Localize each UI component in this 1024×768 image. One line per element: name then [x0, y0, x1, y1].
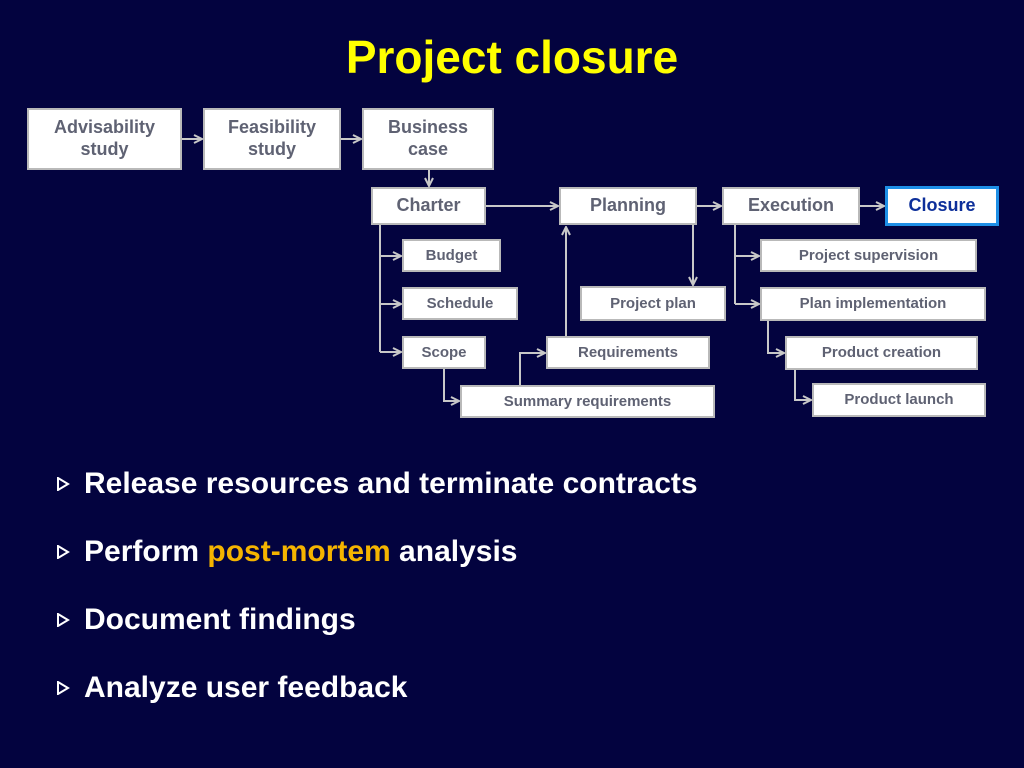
bullet-text: analysis: [390, 535, 518, 568]
arrow-bullet-icon: [56, 613, 70, 627]
closure-box: Closure: [885, 186, 999, 226]
budget-box: Budget: [402, 239, 501, 272]
bullet-item: Document findings: [56, 586, 698, 654]
arrow-bullet-icon: [56, 545, 70, 559]
bullet-highlight: post-mortem: [207, 535, 391, 568]
arrow-bullet-icon: [56, 681, 70, 695]
bullet-item: Perform post-mortem analysis: [56, 518, 698, 586]
page-title: Project closure: [345, 31, 679, 83]
product-creation-box: Product creation: [785, 336, 978, 370]
requirements-box: Requirements: [546, 336, 710, 369]
arrow-scope-summary: [443, 369, 459, 401]
plan-implementation-box: Plan implementation: [760, 287, 986, 321]
bullet-text: Document findings: [84, 603, 356, 636]
planning-box: Planning: [559, 187, 697, 225]
execution-box: Execution: [722, 187, 860, 225]
bullet-text: Analyze user feedback: [84, 671, 408, 704]
advisability-study-box: Advisability study: [27, 108, 182, 170]
arrow-bullet-icon: [56, 477, 70, 491]
schedule-box: Schedule: [402, 287, 518, 320]
scope-box: Scope: [402, 336, 486, 369]
project-supervision-box: Project supervision: [760, 239, 977, 272]
charter-box: Charter: [371, 187, 486, 225]
project-plan-box: Project plan: [580, 286, 726, 321]
bullet-text: Release resources and terminate contract…: [84, 467, 698, 500]
arrow-implementation-creation: [767, 321, 784, 353]
bullet-list: Release resources and terminate contract…: [56, 450, 698, 722]
summary-requirements-box: Summary requirements: [460, 385, 715, 418]
product-launch-box: Product launch: [812, 383, 986, 417]
bullet-item: Release resources and terminate contract…: [56, 450, 698, 518]
bullet-item: Analyze user feedback: [56, 654, 698, 722]
bullet-text: Perform: [84, 535, 208, 568]
arrow-summary-requirements: [519, 353, 545, 385]
business-case-box: Business case: [362, 108, 494, 170]
feasibility-study-box: Feasibility study: [203, 108, 341, 170]
arrow-implementation-launch: [794, 370, 811, 400]
